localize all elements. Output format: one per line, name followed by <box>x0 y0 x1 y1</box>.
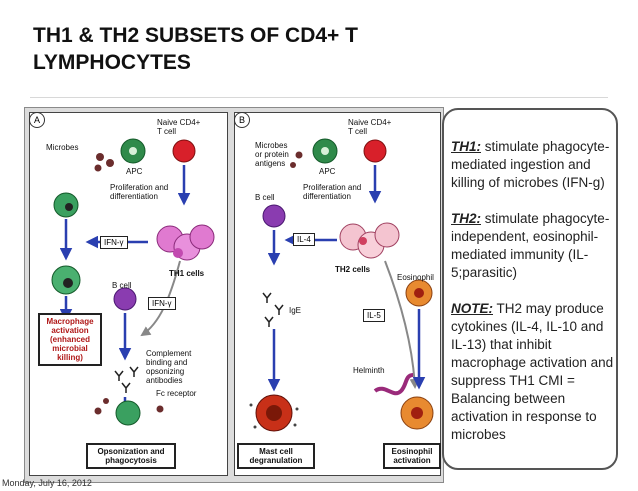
note-paragraph: NOTE: TH2 may produce cytokines (IL-4, I… <box>451 300 616 444</box>
panel-a-th1: A Microbes Naive CD4+ T cell APC Prolife… <box>29 112 228 476</box>
ige-label: IgE <box>289 306 302 315</box>
th2-cells-label: TH2 cells <box>335 265 371 274</box>
b-cell-label-b: B cell <box>255 193 275 202</box>
il4-box: IL-4 <box>293 233 315 246</box>
ifn-gamma-box: IFN-γ <box>100 236 128 249</box>
b-cell-icon <box>113 287 137 311</box>
panel-a-illustration <box>51 138 215 426</box>
il5-box: IL-5 <box>363 309 385 322</box>
th2-heading: TH2: <box>451 211 481 226</box>
immunology-figure: A Microbes Naive CD4+ T cell APC Prolife… <box>24 107 444 483</box>
th1-cells-icon <box>156 224 215 261</box>
slide-title-line-2: LYMPHOCYTES <box>33 51 191 74</box>
complement-label: Complement binding and opsonizing antibo… <box>146 349 192 385</box>
th2-paragraph: TH2: stimulate phagocyte-independent, eo… <box>451 210 616 282</box>
naive-t-cell-icon <box>172 139 196 163</box>
explanation-panel: TH1: stimulate phagocyte-mediated ingest… <box>442 108 618 470</box>
microbes-antigens-label: Microbes or protein antigens <box>255 141 289 168</box>
eosinophil-label: Eosinophil <box>397 273 434 282</box>
note-heading: NOTE: <box>451 301 493 316</box>
th2-cells-icon <box>339 222 400 259</box>
panel-b-letter: B <box>234 112 250 128</box>
helminth-icon <box>373 373 414 396</box>
microbes-label: Microbes <box>46 143 79 152</box>
ifn-gamma-box-2: IFN-γ <box>148 297 176 310</box>
opsonization-box: Opsonization and phagocytosis <box>86 443 176 469</box>
th1-heading: TH1: <box>451 139 481 154</box>
mast-cell-box: Mast cell degranulation <box>237 443 315 469</box>
naive-t-cell-icon-b <box>363 139 387 163</box>
phagocyte-icon <box>115 400 141 426</box>
fc-receptor-label: Fc receptor <box>156 389 197 398</box>
microbe-icon <box>94 153 114 172</box>
eosinophil-activation-box: Eosinophil activation <box>383 443 441 469</box>
th1-cells-label: TH1 cells <box>169 269 205 278</box>
helminth-label: Helminth <box>353 366 385 375</box>
proliferation-label-a: Proliferation and differentiation <box>110 183 169 201</box>
macrophage-activation-box: Macrophage activation (enhanced microbia… <box>38 313 102 366</box>
title-divider <box>30 97 608 98</box>
naive-t-cell-label-a: Naive CD4+ T cell <box>157 118 201 136</box>
slide-date: Monday, July 16, 2012 <box>2 478 92 488</box>
th1-paragraph: TH1: stimulate phagocyte-mediated ingest… <box>451 138 616 192</box>
b-cell-label-a: B cell <box>112 281 132 290</box>
naive-t-cell-label-b: Naive CD4+ T cell <box>348 118 392 136</box>
panel-b-illustration <box>249 138 434 432</box>
ige-antibody-icon <box>262 292 284 327</box>
th2-text: stimulate phagocyte-independent, eosinop… <box>451 211 610 280</box>
antibody-icon <box>114 366 139 393</box>
apc-label-a: APC <box>126 167 143 176</box>
note-text: TH2 may produce cytokines (IL-4, IL-10 a… <box>451 301 614 442</box>
antigen-icon <box>290 151 303 168</box>
slide-title-line-1: TH1 & TH2 SUBSETS OF CD4+ T <box>33 24 358 47</box>
th1-text: stimulate phagocyte-mediated ingestion a… <box>451 139 610 190</box>
slide-title: TH1 & TH2 SUBSETS OF CD4+ T LYMPHOCYTES <box>33 22 613 76</box>
panel-a-letter: A <box>29 112 45 128</box>
b-cell-icon-b <box>262 204 286 228</box>
panel-b-th2: B Microbes or protein antigens Naive CD4… <box>234 112 441 476</box>
proliferation-label-b: Proliferation and differentiation <box>303 183 362 201</box>
apc-label-b: APC <box>319 167 336 176</box>
